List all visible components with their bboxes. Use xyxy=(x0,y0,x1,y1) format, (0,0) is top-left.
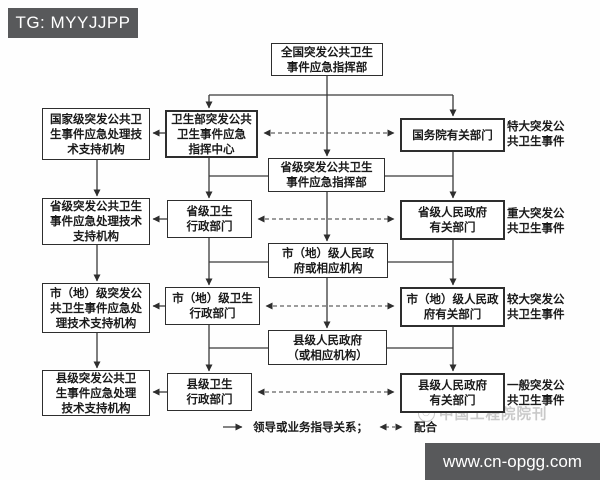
legend-dashed-arrow-icon xyxy=(379,423,403,431)
legend-solid-label: 领导或业务指导关系； xyxy=(253,420,368,434)
node-state-council-departments: 国务院有关部门 xyxy=(400,118,505,152)
node-national-command: 全国突发公共卫生 事件应急指挥部 xyxy=(271,43,383,76)
severity-label-general: 一般突发公 共卫生事件 xyxy=(507,378,565,407)
node-county-gov-or-agency: 县级人民政府 （或相应机构） xyxy=(268,330,387,365)
node-provincial-gov-departments: 省级人民政府 有关部门 xyxy=(400,200,505,240)
node-city-gov-or-agency: 市（地）级人民政 府或相应机构 xyxy=(268,243,388,278)
node-city-health-admin: 市（地）级卫生 行政部门 xyxy=(165,287,260,325)
node-city-gov-departments: 市（地）级人民政 府有关部门 xyxy=(400,287,505,327)
node-county-gov-departments: 县级人民政府 有关部门 xyxy=(400,373,505,413)
node-provincial-command: 省级突发公共卫生 事件应急指挥部 xyxy=(268,158,385,192)
legend: 领导或业务指导关系； 配合 xyxy=(222,419,437,435)
node-provincial-health-admin: 省级卫生 行政部门 xyxy=(167,200,252,238)
legend-solid-arrow-icon xyxy=(223,423,243,431)
node-moh-command-center: 卫生部突发公共 卫生事件应急 指挥中心 xyxy=(165,110,258,158)
tg-badge: TG: MYYJJPP xyxy=(8,8,138,38)
severity-label-major: 重大突发公 共卫生事件 xyxy=(507,206,565,235)
node-county-tech-support: 县级突发公共卫 生事件应急处理 技术支持机构 xyxy=(42,370,150,416)
node-county-health-admin: 县级卫生 行政部门 xyxy=(167,373,252,411)
node-city-tech-support: 市（地）级突发公 共卫生事件应急处 理技术支持机构 xyxy=(42,283,150,333)
node-national-tech-support: 国家级突发公共卫 生事件应急处理技 术支持机构 xyxy=(42,108,150,160)
severity-label-large: 较大突发公 共卫生事件 xyxy=(507,292,565,321)
severity-label-extraordinary: 特大突发公 共卫生事件 xyxy=(507,119,565,148)
website-url-bar: www.cn-opgg.com xyxy=(425,443,600,480)
legend-dashed-label: 配合 xyxy=(414,420,437,434)
node-provincial-tech-support: 省级突发公共卫生 事件应急处理技术 支持机构 xyxy=(42,198,150,245)
